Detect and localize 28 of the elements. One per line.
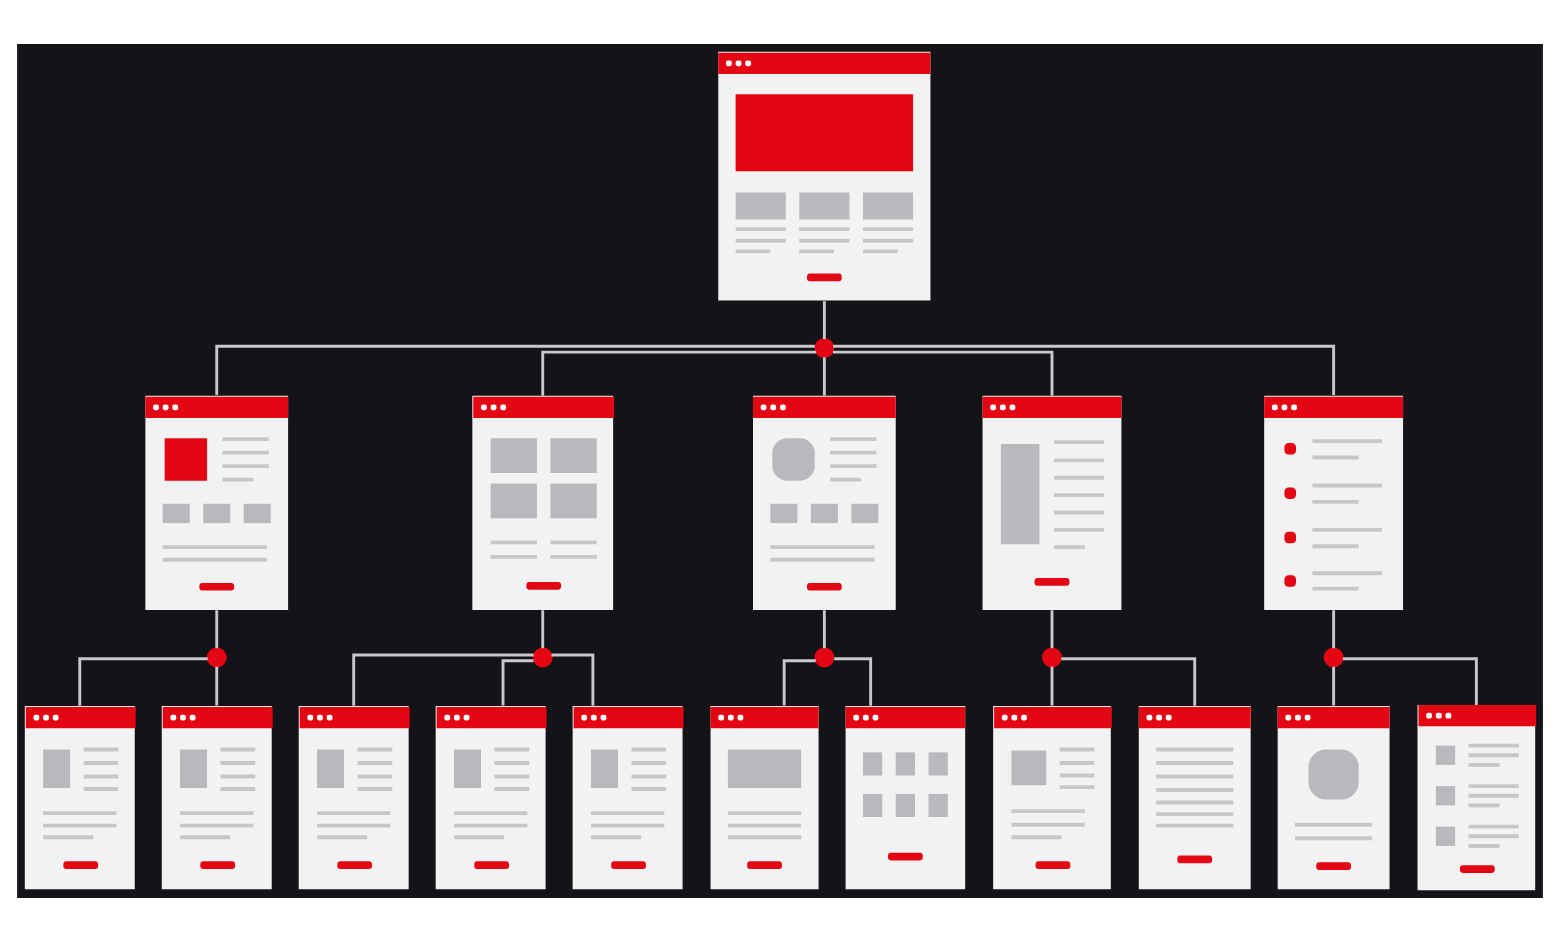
connector [1343, 656, 1478, 705]
node-circle [1323, 646, 1344, 667]
connector [1332, 609, 1336, 648]
connector [78, 656, 208, 705]
connector [1332, 665, 1336, 705]
connector [551, 652, 595, 705]
node-circle [814, 337, 835, 358]
connector [1050, 665, 1054, 705]
connector [215, 609, 219, 648]
connector [215, 343, 815, 394]
node-circle [206, 646, 227, 667]
node-circle [814, 646, 835, 667]
connector [1050, 609, 1054, 648]
connector [822, 356, 826, 395]
node-circle [532, 646, 553, 667]
connector [541, 349, 817, 395]
connector [501, 658, 534, 705]
node-circle [1042, 646, 1062, 667]
connector [833, 343, 1336, 394]
connector [834, 656, 873, 705]
connector [1061, 656, 1197, 705]
connector [782, 658, 816, 705]
connector [822, 300, 826, 339]
connector [215, 665, 219, 705]
connector [833, 349, 1054, 395]
connector [822, 609, 826, 648]
connector [352, 652, 534, 705]
connector [541, 609, 545, 648]
